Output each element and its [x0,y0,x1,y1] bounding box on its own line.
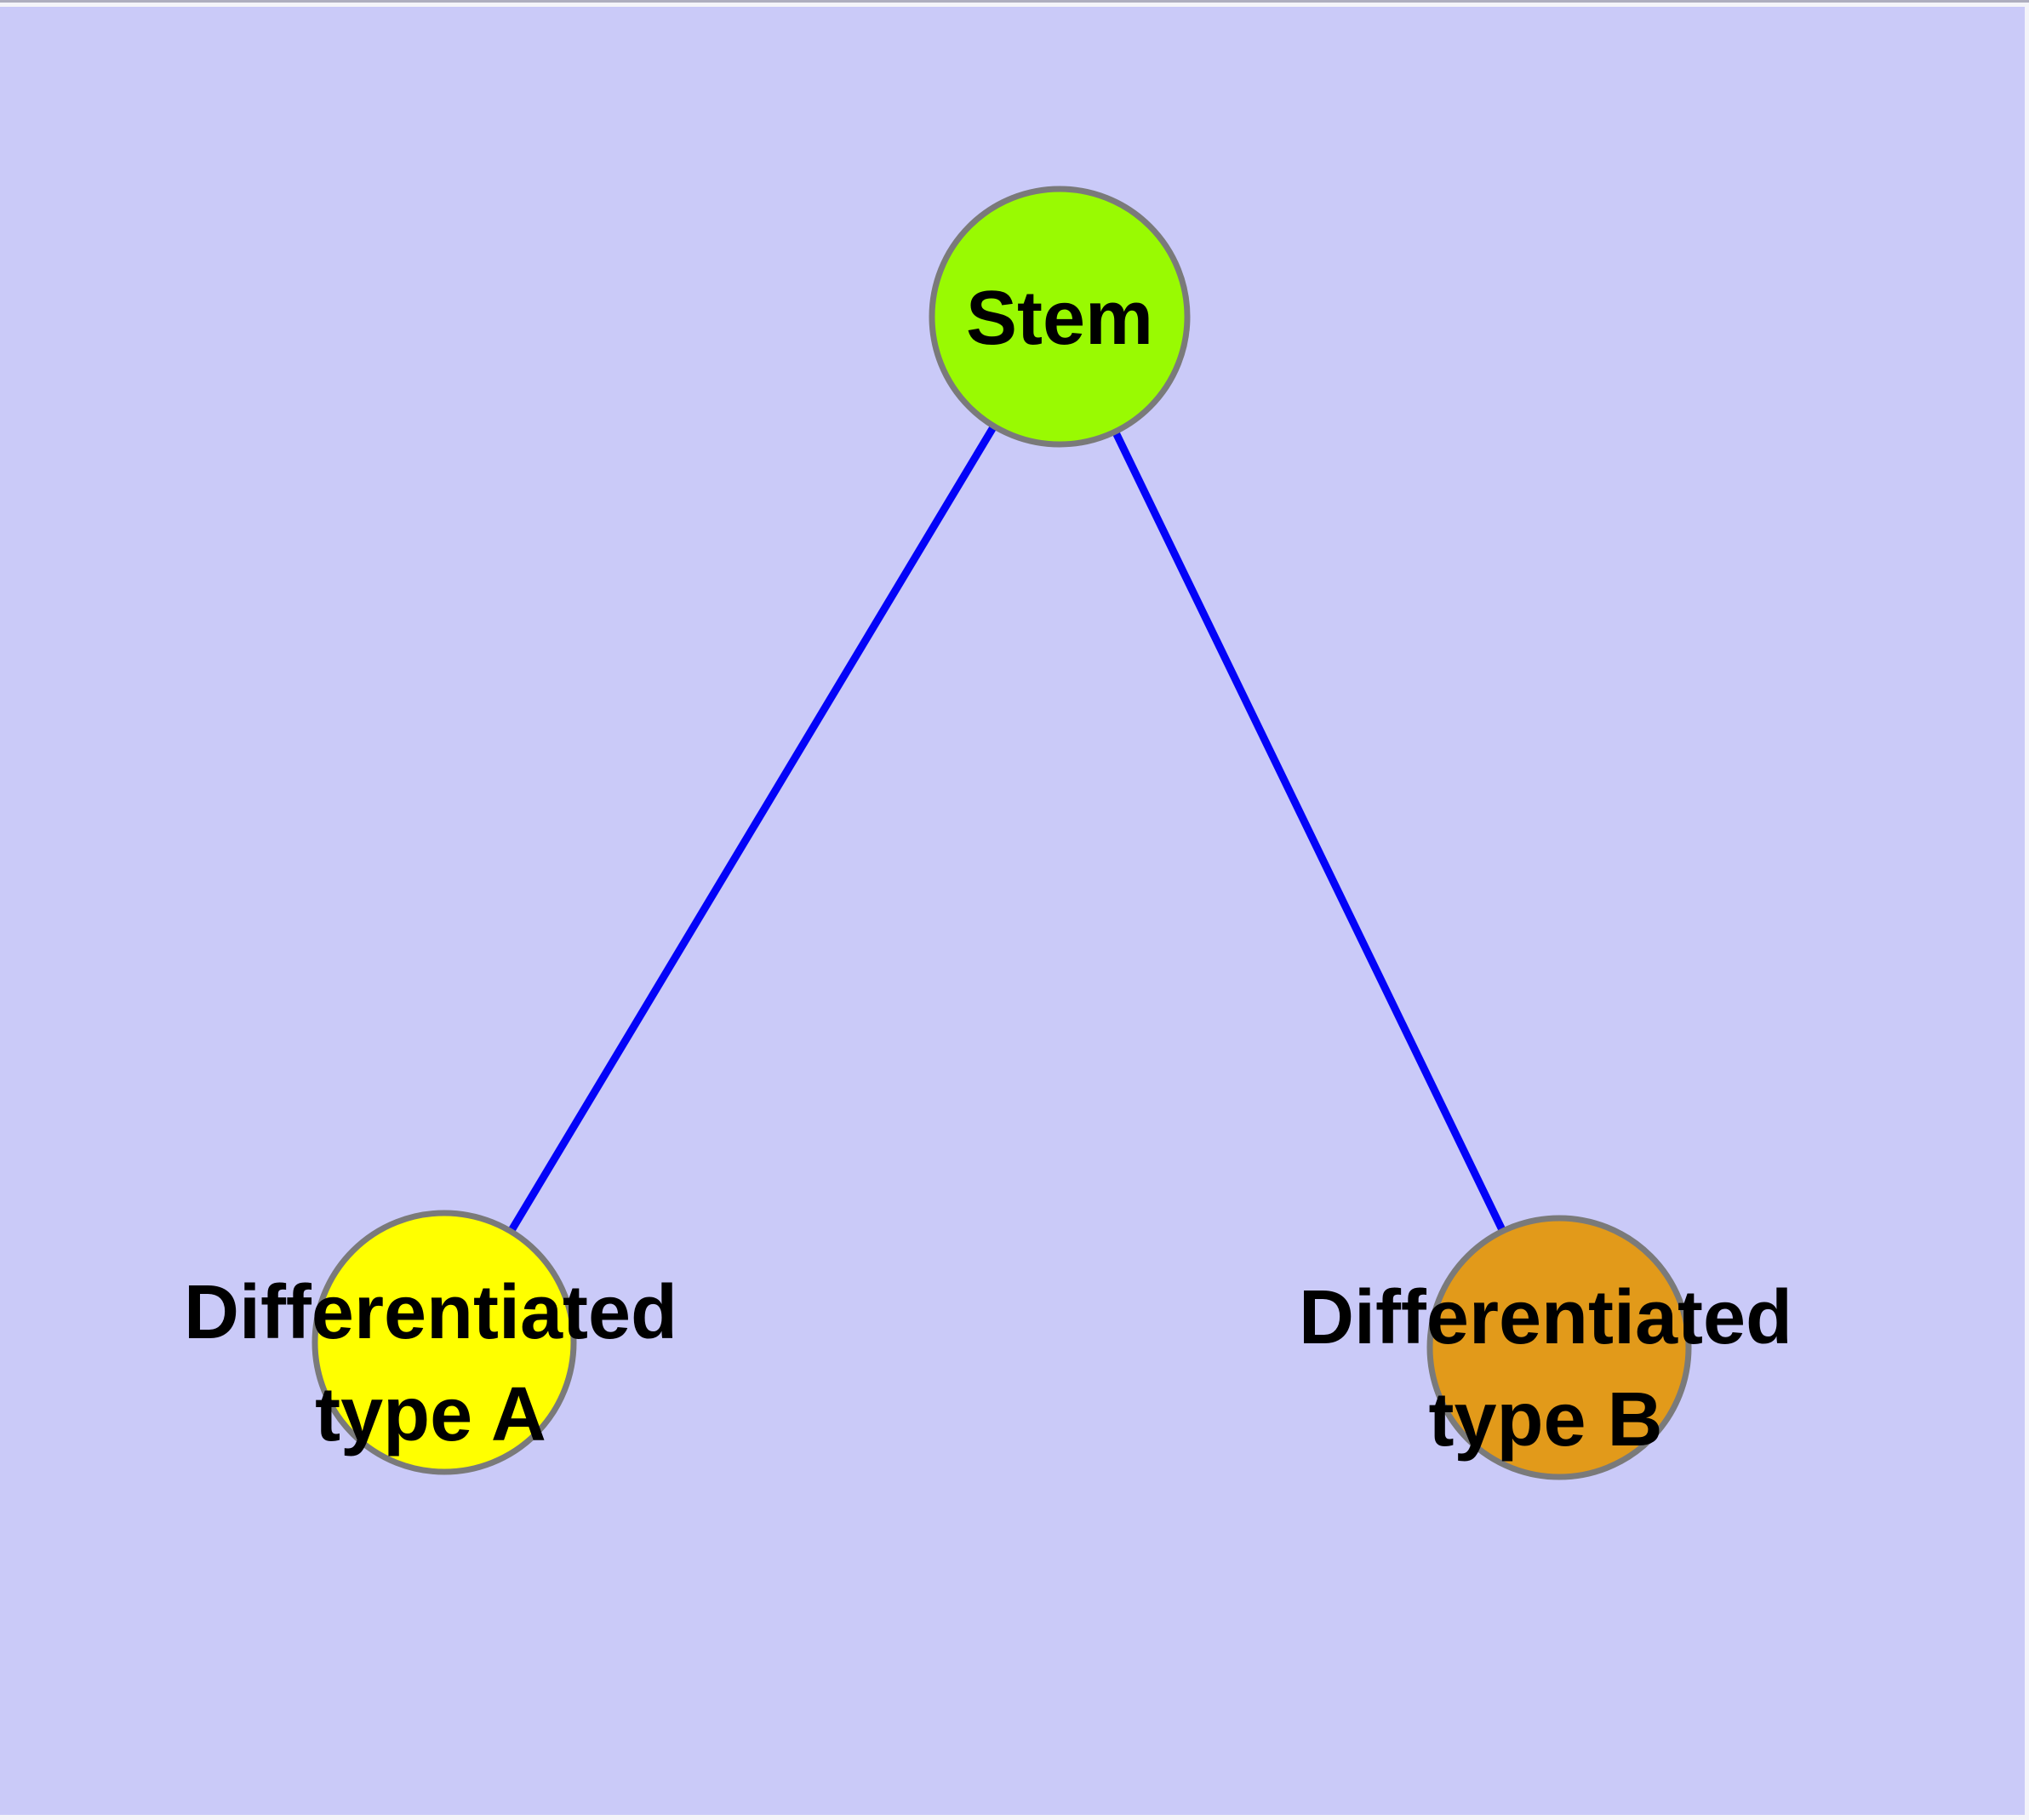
node-stem[interactable]: Stem [929,186,1191,448]
type-a-node-label-line1: Differentiated [184,1270,677,1355]
stem-node-circle[interactable] [929,186,1191,448]
node-differentiated-type-a[interactable]: Differentiated type A [184,1210,677,1475]
node-differentiated-type-b[interactable]: Differentiated type B [1299,1215,1792,1480]
edge-stem-to-type-b [1055,315,1563,1349]
type-b-node-label-line1: Differentiated [1299,1275,1792,1360]
type-b-node-label-line2: type B [1428,1377,1662,1462]
type-a-node-label-line2: type A [315,1372,546,1457]
type-b-node-circle[interactable] [1426,1215,1692,1480]
type-a-node-circle[interactable] [311,1210,577,1475]
stem-node-label: Stem [966,276,1153,361]
window-top-edge [0,0,2029,3]
edge-stem-to-type-a [441,314,1063,1345]
